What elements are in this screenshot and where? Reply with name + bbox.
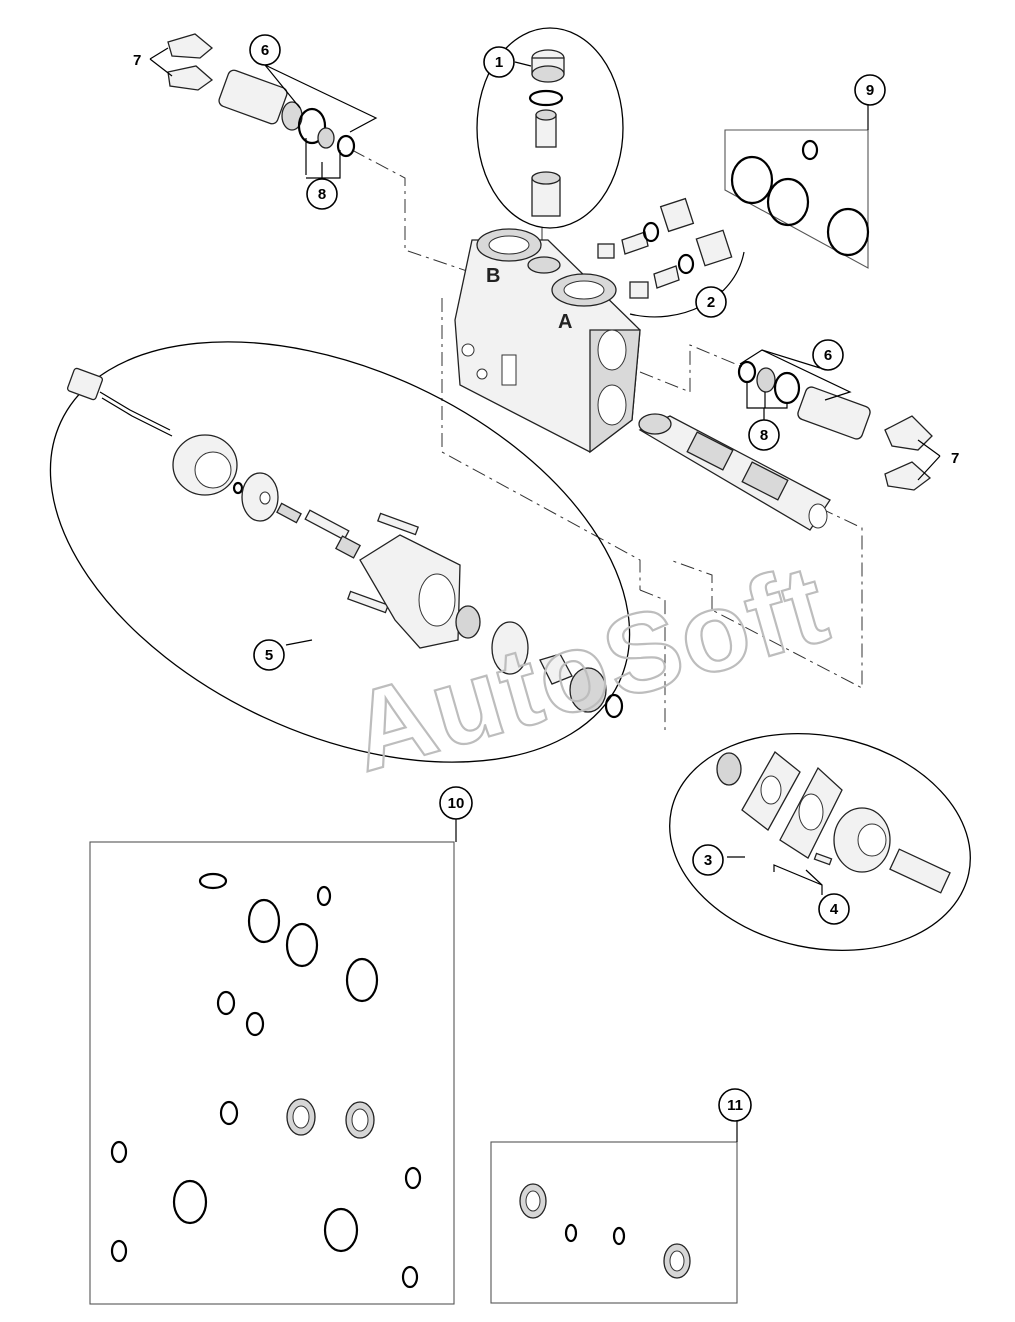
svg-text:9: 9 (866, 82, 874, 99)
svg-text:10: 10 (448, 795, 465, 812)
svg-text:7: 7 (951, 450, 959, 467)
callout-11: 11 (718, 1088, 752, 1122)
svg-text:7: 7 (133, 52, 141, 69)
svg-text:11: 11 (727, 1097, 743, 1114)
svg-text:3: 3 (704, 852, 712, 869)
solenoid-cartridge-upper (167, 33, 356, 158)
callout-8-upper: 8 (306, 178, 338, 210)
seal-kit-10 (89, 841, 455, 1305)
valve-body: B A (454, 228, 641, 454)
leader-lines (149, 47, 941, 1142)
group-1-ellipse (476, 27, 624, 229)
group-3-ellipse (669, 732, 971, 952)
callout-1: 1 (483, 46, 515, 78)
svg-text:5: 5 (265, 647, 273, 664)
callout-7-right: 7 (951, 450, 959, 467)
cover-assembly-parts (716, 751, 951, 894)
group-5-ellipse (49, 341, 631, 763)
seal-kit-9 (724, 129, 870, 269)
solenoid-actuator-parts (66, 367, 624, 719)
callout-8-right: 8 (748, 419, 780, 451)
check-valve-parts (597, 197, 733, 299)
svg-text:6: 6 (824, 347, 832, 364)
callout-10: 10 (439, 786, 473, 820)
callout-6-right: 6 (812, 339, 844, 371)
port-label-b: B (486, 265, 500, 287)
callout-4: 4 (818, 893, 850, 925)
svg-text:6: 6 (261, 42, 269, 59)
callout-5: 5 (253, 639, 285, 671)
port-label-a: A (558, 311, 572, 333)
svg-text:4: 4 (830, 901, 839, 918)
callout-3: 3 (692, 844, 724, 876)
callout-6-upper: 6 (249, 34, 281, 66)
svg-text:8: 8 (318, 186, 326, 203)
svg-text:1: 1 (495, 54, 503, 71)
callout-2: 2 (695, 286, 727, 318)
svg-text:8: 8 (760, 427, 768, 444)
callout-9: 9 (854, 74, 886, 106)
spool (638, 413, 831, 531)
relief-cartridge-parts (528, 49, 565, 217)
svg-text:2: 2 (707, 294, 715, 311)
seal-kit-11 (490, 1141, 738, 1304)
callout-7-upper: 7 (133, 52, 141, 69)
